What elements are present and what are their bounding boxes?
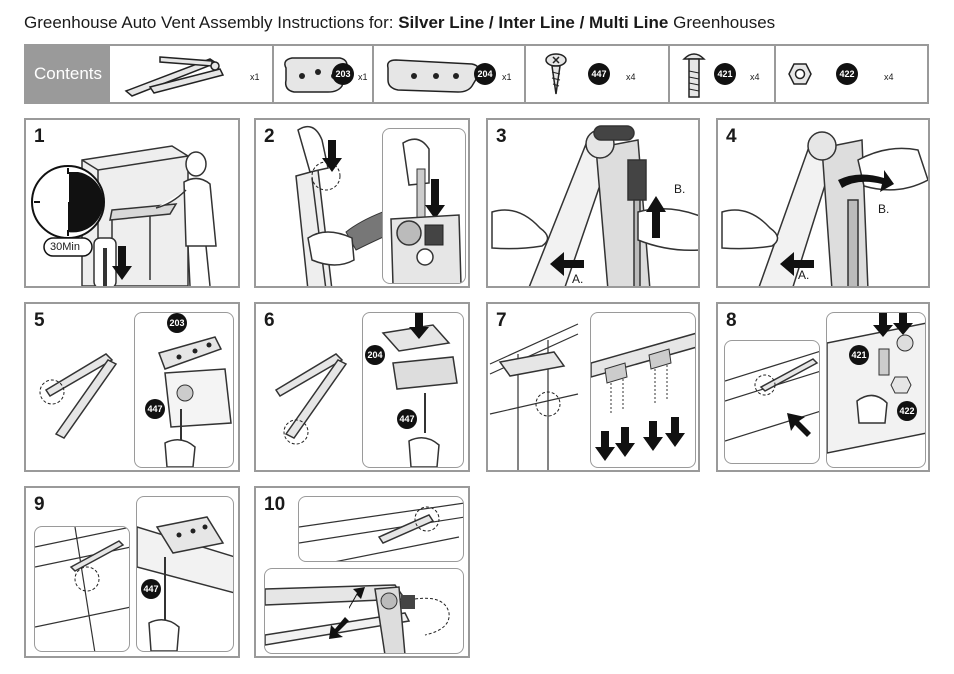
step-6-panel: 6 204 447	[254, 302, 470, 472]
step-number: 7	[496, 310, 507, 332]
contents-item-204: 204 x1	[372, 46, 524, 102]
screws-arrows-illustration	[591, 313, 696, 468]
fit-bracket-204-illustration	[363, 313, 464, 468]
step-number: 4	[726, 126, 737, 148]
step-8-detail-inset: 421 422	[826, 312, 926, 468]
contents-item-421: 421 x4	[668, 46, 774, 102]
part-number-badge: 447	[145, 399, 165, 419]
step-2-detail-inset	[382, 128, 466, 284]
contents-item-422: 422 x4	[774, 46, 927, 102]
part-number-badge: 203	[167, 313, 187, 333]
greenhouse-figure-illustration	[26, 120, 240, 288]
fix-bracket-illustration	[137, 497, 234, 652]
part-number-badge: 421	[714, 63, 736, 85]
contents-qty: x1	[502, 72, 512, 82]
label-b: B.	[674, 182, 685, 196]
bolt-icon	[682, 49, 706, 99]
step-9-detail-inset: 447	[136, 496, 234, 652]
vent-window-illustration	[299, 497, 464, 562]
step-10-detail-inset	[264, 568, 464, 654]
step-number: 2	[264, 126, 275, 148]
step-number: 9	[34, 494, 45, 516]
part-number-badge: 203	[332, 63, 354, 85]
part-number-badge: 447	[588, 63, 610, 85]
contents-qty: x1	[358, 72, 368, 82]
step-number: 3	[496, 126, 507, 148]
step-7-panel: 7	[486, 302, 700, 472]
title-suffix: Greenhouses	[668, 13, 775, 32]
contents-item-203: 203 x1	[272, 46, 372, 102]
contents-bar: Contents x1 203 x1 204 x1	[24, 44, 929, 104]
step-5-panel: 5 203 447	[24, 302, 240, 472]
long-bracket-plate-icon	[384, 56, 484, 96]
contents-qty: x4	[626, 72, 636, 82]
vent-window-illustration	[35, 527, 130, 652]
part-number-badge: 447	[397, 409, 417, 429]
bolt-nut-fitting-illustration	[827, 313, 926, 468]
nut-icon	[788, 62, 812, 86]
timer-label: 30Min	[50, 241, 80, 253]
part-number-badge: 204	[365, 345, 385, 365]
label-a: A.	[572, 272, 583, 286]
insert-pin-illustration	[383, 129, 466, 284]
contents-label: Contents	[26, 46, 110, 102]
step-7-detail-inset	[590, 312, 696, 468]
contents-item-vent-opener: x1	[110, 46, 272, 102]
title-prefix: Greenhouse Auto Vent Assembly Instructio…	[24, 13, 398, 32]
step-number: 1	[34, 126, 45, 148]
step-number: 8	[726, 310, 737, 332]
step-10-overview-inset	[298, 496, 464, 562]
step-3-panel: 3 A. B.	[486, 118, 700, 288]
step-1-panel: 1 30Min	[24, 118, 240, 288]
part-number-badge: 421	[849, 345, 869, 365]
step-6-detail-inset: 204 447	[362, 312, 464, 468]
rotate-arm-illustration	[718, 120, 930, 288]
fit-bracket-203-illustration	[135, 313, 234, 468]
step-5-detail-inset: 203 447	[134, 312, 234, 468]
contents-item-447: 447 x4	[524, 46, 668, 102]
vent-window-illustration	[725, 341, 820, 464]
page-title: Greenhouse Auto Vent Assembly Instructio…	[24, 13, 775, 33]
step-number: 10	[264, 494, 285, 516]
step-number: 6	[264, 310, 275, 332]
step-9-overview-inset	[34, 526, 130, 652]
part-number-badge: 422	[897, 401, 917, 421]
vent-opener-arm-icon	[120, 49, 240, 99]
contents-qty: x4	[750, 72, 760, 82]
step-9-panel: 9 447	[24, 486, 240, 658]
step-8-panel: 8 421 422	[716, 302, 930, 472]
step-number: 5	[34, 310, 45, 332]
step-10-panel: 10	[254, 486, 470, 658]
push-arm-illustration	[488, 120, 700, 288]
step-8-overview-inset	[724, 340, 820, 464]
contents-qty: x1	[250, 72, 260, 82]
adjust-opener-illustration	[265, 569, 464, 654]
label-a: A.	[798, 268, 809, 282]
step-4-panel: 4 A. B.	[716, 118, 930, 288]
part-number-badge: 204	[474, 63, 496, 85]
part-number-badge: 422	[836, 63, 858, 85]
step-2-panel: 2	[254, 118, 470, 288]
contents-qty: x4	[884, 72, 894, 82]
title-greenhouse-models: Silver Line / Inter Line / Multi Line	[398, 13, 668, 32]
label-b: B.	[878, 202, 889, 216]
part-number-badge: 447	[141, 579, 161, 599]
screw-icon	[544, 52, 568, 96]
